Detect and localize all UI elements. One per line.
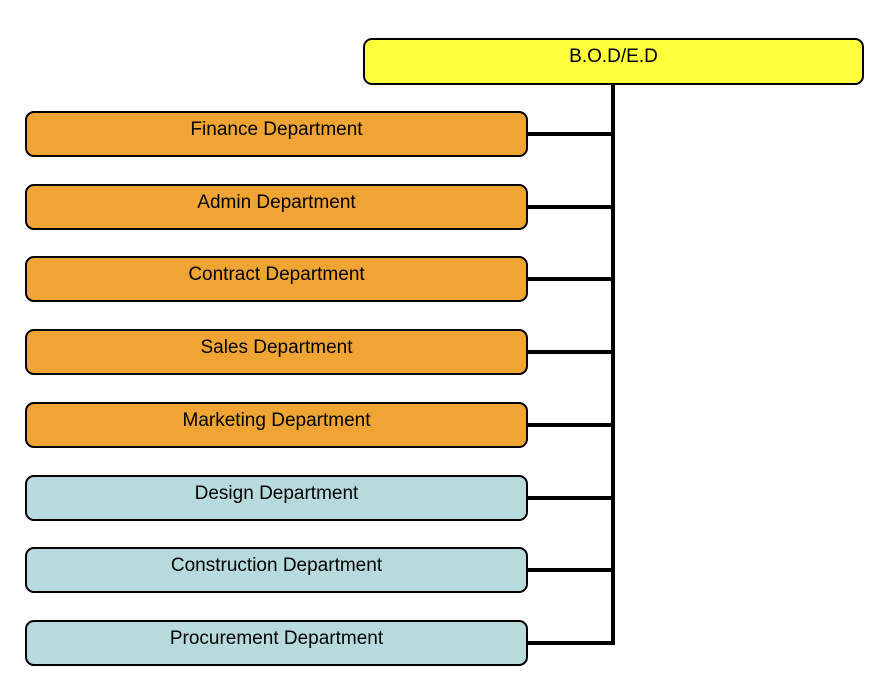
dept-node-label: Construction Department <box>170 554 383 576</box>
connector-line-design <box>528 496 613 500</box>
dept-node-label: Procurement Department <box>169 627 384 649</box>
dept-node-label: Finance Department <box>190 118 363 140</box>
connector-line-finance <box>528 132 613 136</box>
connector-line-procurement <box>528 641 613 645</box>
dept-node-admin: Admin Department <box>25 184 528 230</box>
dept-node-marketing: Marketing Department <box>25 402 528 448</box>
dept-node-label: Admin Department <box>197 191 356 213</box>
connector-line-admin <box>528 205 613 209</box>
dept-node-sales: Sales Department <box>25 329 528 375</box>
connector-line-sales <box>528 350 613 354</box>
dept-node-finance: Finance Department <box>25 111 528 157</box>
trunk-line <box>611 85 615 645</box>
connector-line-marketing <box>528 423 613 427</box>
dept-node-label: Marketing Department <box>182 409 371 431</box>
dept-node-design: Design Department <box>25 475 528 521</box>
connector-line-contract <box>528 277 613 281</box>
root-node-label: B.O.D/E.D <box>569 46 658 67</box>
connector-line-construction <box>528 568 613 572</box>
dept-node-procurement: Procurement Department <box>25 620 528 666</box>
root-node-bod-ed: B.O.D/E.D <box>363 38 864 85</box>
dept-node-label: Contract Department <box>188 263 365 285</box>
dept-node-contract: Contract Department <box>25 256 528 302</box>
dept-node-label: Sales Department <box>200 336 353 358</box>
dept-node-label: Design Department <box>194 482 359 504</box>
dept-node-construction: Construction Department <box>25 547 528 593</box>
